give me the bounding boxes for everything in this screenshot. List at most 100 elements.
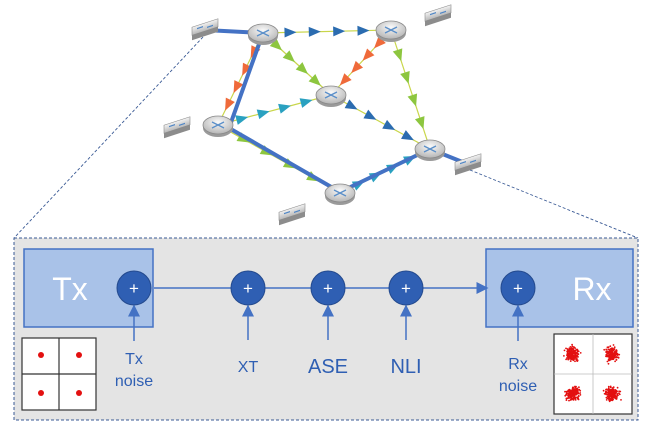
constellation-sample <box>609 345 612 348</box>
constellation-sample <box>573 352 576 355</box>
fiber-link <box>262 29 392 34</box>
constellation-sample <box>570 389 573 392</box>
network-switch-icon <box>454 153 482 176</box>
amplifier-triangle-icon <box>299 98 313 108</box>
constellation-sample <box>612 389 615 391</box>
constellation-sample <box>565 390 568 393</box>
amplifier-triangle-icon <box>235 115 249 125</box>
constellation-sample <box>571 387 574 390</box>
constellation-sample <box>608 397 610 399</box>
constellation-sample <box>579 392 582 394</box>
constellation-sample <box>612 392 615 395</box>
constellation-sample <box>617 357 620 359</box>
tx-noise-adder: + <box>116 270 152 341</box>
constellation-sample <box>573 389 576 391</box>
xt-adder: + <box>230 270 266 340</box>
constellation-sample <box>578 386 580 389</box>
constellation-sample <box>618 393 621 396</box>
amplifier-triangle-icon <box>401 130 414 141</box>
constellation-sample <box>576 392 579 395</box>
amplifier-triangle-icon <box>374 36 386 49</box>
constellation-sample <box>614 350 617 353</box>
rx-noise-adder: + <box>500 270 536 341</box>
adder-plus: + <box>323 279 333 298</box>
constellation-sample <box>565 393 568 396</box>
constellation-sample <box>612 390 615 393</box>
constellation-sample <box>613 357 616 359</box>
constellation-sample <box>570 358 572 361</box>
constellation-sample <box>573 397 576 400</box>
constellation-sample <box>564 394 567 397</box>
constellation-sample <box>614 353 617 356</box>
adder-plus: + <box>129 279 139 298</box>
adder-plus: + <box>513 279 523 298</box>
nli-label: NLI <box>390 356 421 378</box>
constellation-sample <box>575 348 578 351</box>
constellation-sample <box>609 385 612 388</box>
constellation-sample <box>569 360 572 362</box>
constellation-sample <box>605 399 608 401</box>
constellation-sample <box>572 399 575 401</box>
constellation-sample <box>605 391 608 394</box>
nli-adder: + <box>388 270 424 340</box>
amplifier-triangle-icon <box>256 109 270 120</box>
optical-network-topology <box>163 4 482 226</box>
amplifier-triangle-icon <box>351 60 364 74</box>
constellation-sample <box>565 399 568 401</box>
constellation-sample <box>578 388 581 391</box>
constellation-sample <box>574 360 576 363</box>
constellation-sample <box>612 353 615 356</box>
constellation-sample <box>571 388 574 391</box>
constellation-sample <box>616 386 619 389</box>
router-icon <box>202 115 234 137</box>
edge-devices <box>163 4 482 226</box>
constellation-sample <box>606 360 609 363</box>
constellation-sample <box>574 386 577 389</box>
amplifier-triangle-icon <box>344 99 358 110</box>
constellation-sample <box>573 346 576 349</box>
constellation-sample <box>610 391 613 394</box>
adder-plus: + <box>243 279 253 298</box>
constellation-sample <box>571 345 574 348</box>
constellation-sample <box>609 356 612 359</box>
constellation-sample <box>565 397 568 400</box>
constellation-sample <box>609 388 611 391</box>
rx-noise-label: noise <box>499 378 537 395</box>
constellation-sample <box>615 358 618 361</box>
router-icon <box>414 139 446 161</box>
rx-noise-label: Rx <box>508 356 528 373</box>
constellation-sample <box>575 358 577 360</box>
constellation-sample <box>572 354 575 357</box>
constellation-sample <box>617 394 619 397</box>
constellation-sample <box>606 354 609 357</box>
router-icon <box>375 20 407 42</box>
constellation-sample <box>571 349 573 351</box>
constellation-sample <box>602 389 605 392</box>
amplifier-triangle-icon <box>295 62 308 74</box>
amplifier-triangle-icon <box>308 26 321 37</box>
constellation-sample <box>608 350 611 353</box>
router-icon <box>247 23 279 45</box>
network-switch-icon <box>163 116 191 139</box>
constellation-sample <box>606 346 609 349</box>
constellation-sample <box>608 348 610 351</box>
rx-label: Rx <box>572 271 611 307</box>
fiber-link <box>390 29 431 150</box>
constellation-sample <box>611 350 614 353</box>
constellation-sample <box>609 393 611 395</box>
amplifier-triangle-icon <box>382 119 396 130</box>
constellation-sample <box>612 395 615 398</box>
constellation-sample <box>566 355 569 358</box>
constellation-sample <box>612 344 615 346</box>
constellation-sample <box>619 390 622 393</box>
constellation-sample <box>576 350 579 353</box>
constellation-sample <box>605 348 608 351</box>
constellation-sample <box>569 353 571 356</box>
constellation-sample <box>611 399 614 401</box>
constellation-sample <box>607 352 609 355</box>
constellation-sample <box>609 398 612 401</box>
constellation-sample <box>603 348 606 351</box>
constellation-sample <box>620 399 622 401</box>
constellation-sample <box>607 389 610 392</box>
